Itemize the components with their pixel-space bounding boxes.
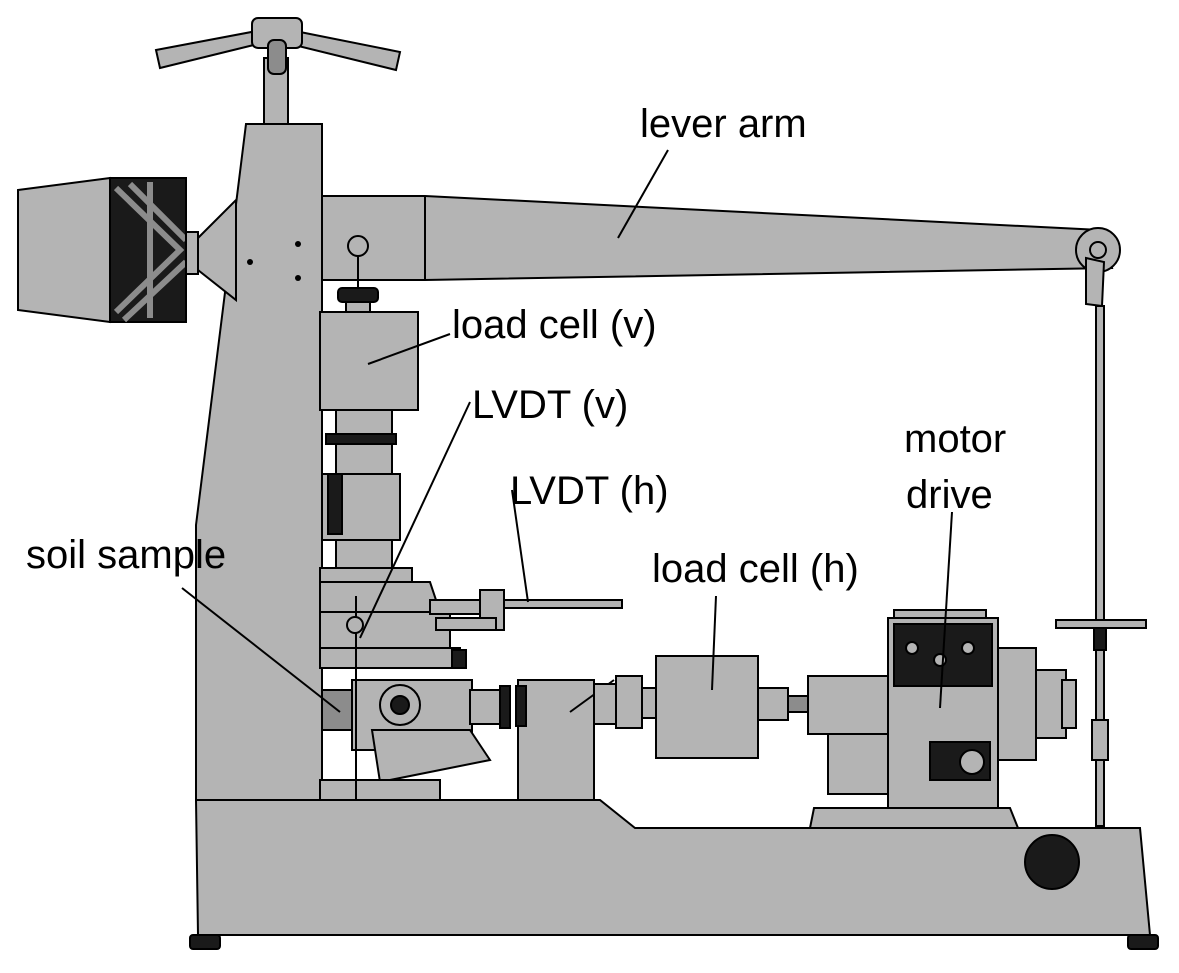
leader-load-cell-h (711, 595, 717, 691)
bearing-block (515, 675, 657, 801)
leader-lvdt-h (511, 489, 529, 603)
label-lever-arm: lever arm (640, 102, 807, 146)
load-cell-v-body (319, 311, 419, 411)
leader-lever-arm (617, 149, 669, 239)
leader-lvdt-v (359, 401, 471, 639)
lever-arm (321, 195, 1121, 308)
leader-lines (181, 149, 953, 713)
load-cell-h (655, 655, 809, 759)
top-handwheel (154, 17, 402, 125)
label-soil-sample: soil sample (26, 533, 226, 577)
label-motor-drive-line2: drive (906, 473, 993, 517)
leader-soil-sample (181, 587, 341, 713)
leader-load-cell-v (367, 333, 451, 365)
hanger-rod (1055, 305, 1147, 827)
label-load-cell-v: load cell (v) (452, 303, 657, 347)
shear-box (319, 581, 511, 801)
vertical-load-train (319, 256, 419, 583)
label-load-cell-h: load cell (h) (652, 547, 859, 591)
leader-motor-drive (939, 511, 953, 709)
label-lvdt-h: LVDT (h) (510, 469, 669, 513)
base-knob (1024, 834, 1080, 890)
label-motor-drive-line1: motor (904, 417, 1006, 461)
machine-base (189, 799, 1159, 950)
label-lvdt-v: LVDT (v) (472, 383, 628, 427)
lvdt-horizontal (429, 589, 623, 631)
counterweight (17, 176, 237, 324)
motor-drive (807, 609, 1077, 829)
